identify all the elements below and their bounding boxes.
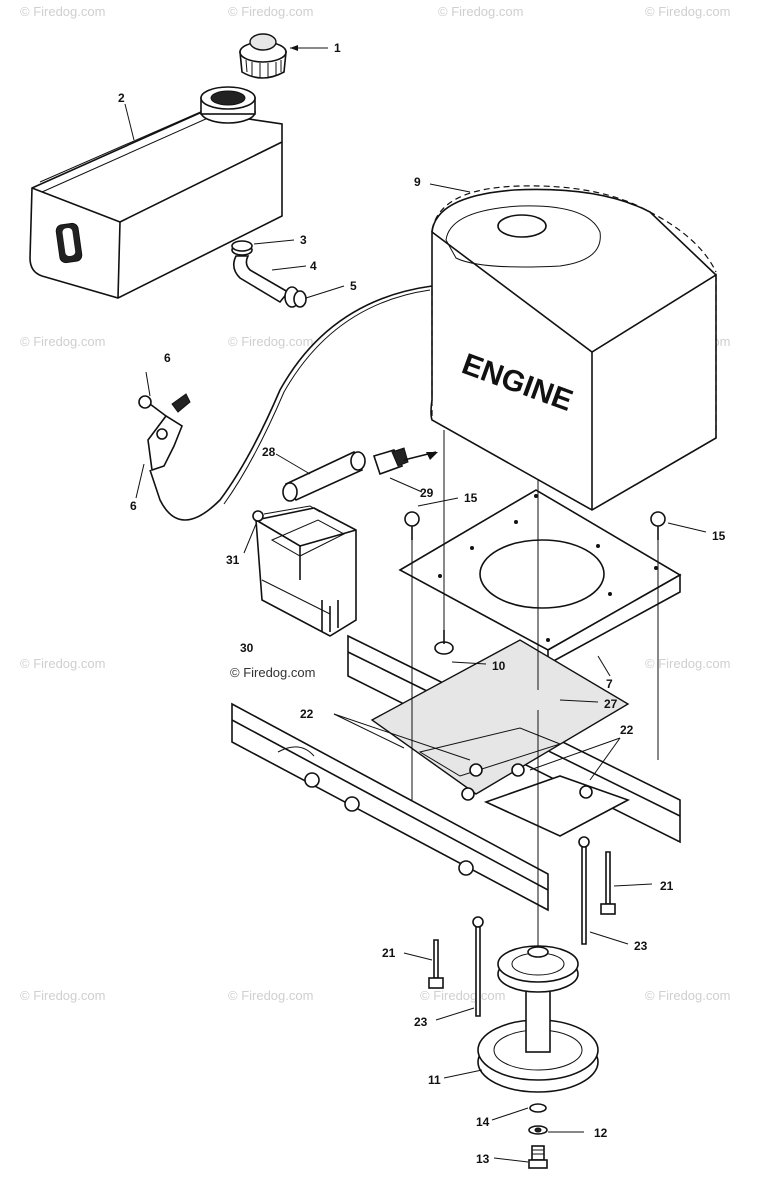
engine-mounting-plate [398,489,682,666]
watermark: © Firedog.com [645,656,730,671]
callout-23-right: 23 [634,939,648,953]
watermark: © Firedog.com [20,334,105,349]
throttle-control [138,285,433,521]
watermark: © Firedog.com [228,988,313,1003]
watermark: © Firedog.com [20,4,105,19]
callout-6-bottom: 6 [130,499,137,513]
callout-9: 9 [414,175,421,189]
callout-15-left: 15 [464,491,478,505]
watermark: © Firedog.com [420,988,505,1003]
callout-11: 11 [428,1073,441,1087]
callout-15-right: 15 [712,529,726,543]
callout-28: 28 [262,445,276,459]
bolts-and-rods [428,836,616,1017]
watermark: © Firedog.com [438,4,523,19]
callout-21-right: 21 [660,879,674,893]
watermark: © Firedog.com [645,988,730,1003]
callout-1: 1 [334,41,341,55]
pulley-assembly [477,945,599,1169]
callout-6-top: 6 [164,351,171,365]
callout-3: 3 [300,233,307,247]
callout-27: 27 [604,697,618,711]
watermark: © Firedog.com [645,4,730,19]
battery-shield [252,505,357,637]
callout-5: 5 [350,279,357,293]
callout-13: 13 [476,1152,490,1166]
watermark: © Firedog.com [228,4,313,19]
callout-4: 4 [310,259,317,273]
callout-22-right: 22 [620,723,634,737]
callout-12: 12 [594,1126,608,1140]
callout-23-left: 23 [414,1015,428,1029]
callout-14: 14 [476,1115,490,1129]
callout-30: 30 [240,641,254,655]
air-duct [282,447,438,502]
callout-31: 31 [226,553,240,567]
watermark: © Firedog.com [228,334,313,349]
fuel-tank [29,86,283,299]
watermark: © Firedog.com [20,656,105,671]
callout-21-left: 21 [382,946,396,960]
callout-22-left: 22 [300,707,314,721]
callout-29: 29 [420,486,434,500]
callout-leaders [124,45,707,1163]
callout-7: 7 [606,677,613,691]
chassis-frame [231,634,681,912]
fuel-cap [239,33,287,79]
watermark: © Firedog.com [20,988,105,1003]
watermark-center: © Firedog.com [230,665,315,680]
engine: ENGINE [430,185,717,511]
callouts: 1 2 3 4 5 6 6 9 28 29 15 15 31 30 10 7 2… [118,41,726,1166]
alignment-lines [411,275,717,948]
callout-2: 2 [118,91,125,105]
callout-10: 10 [492,659,506,673]
fuel-line-assembly [231,240,307,308]
